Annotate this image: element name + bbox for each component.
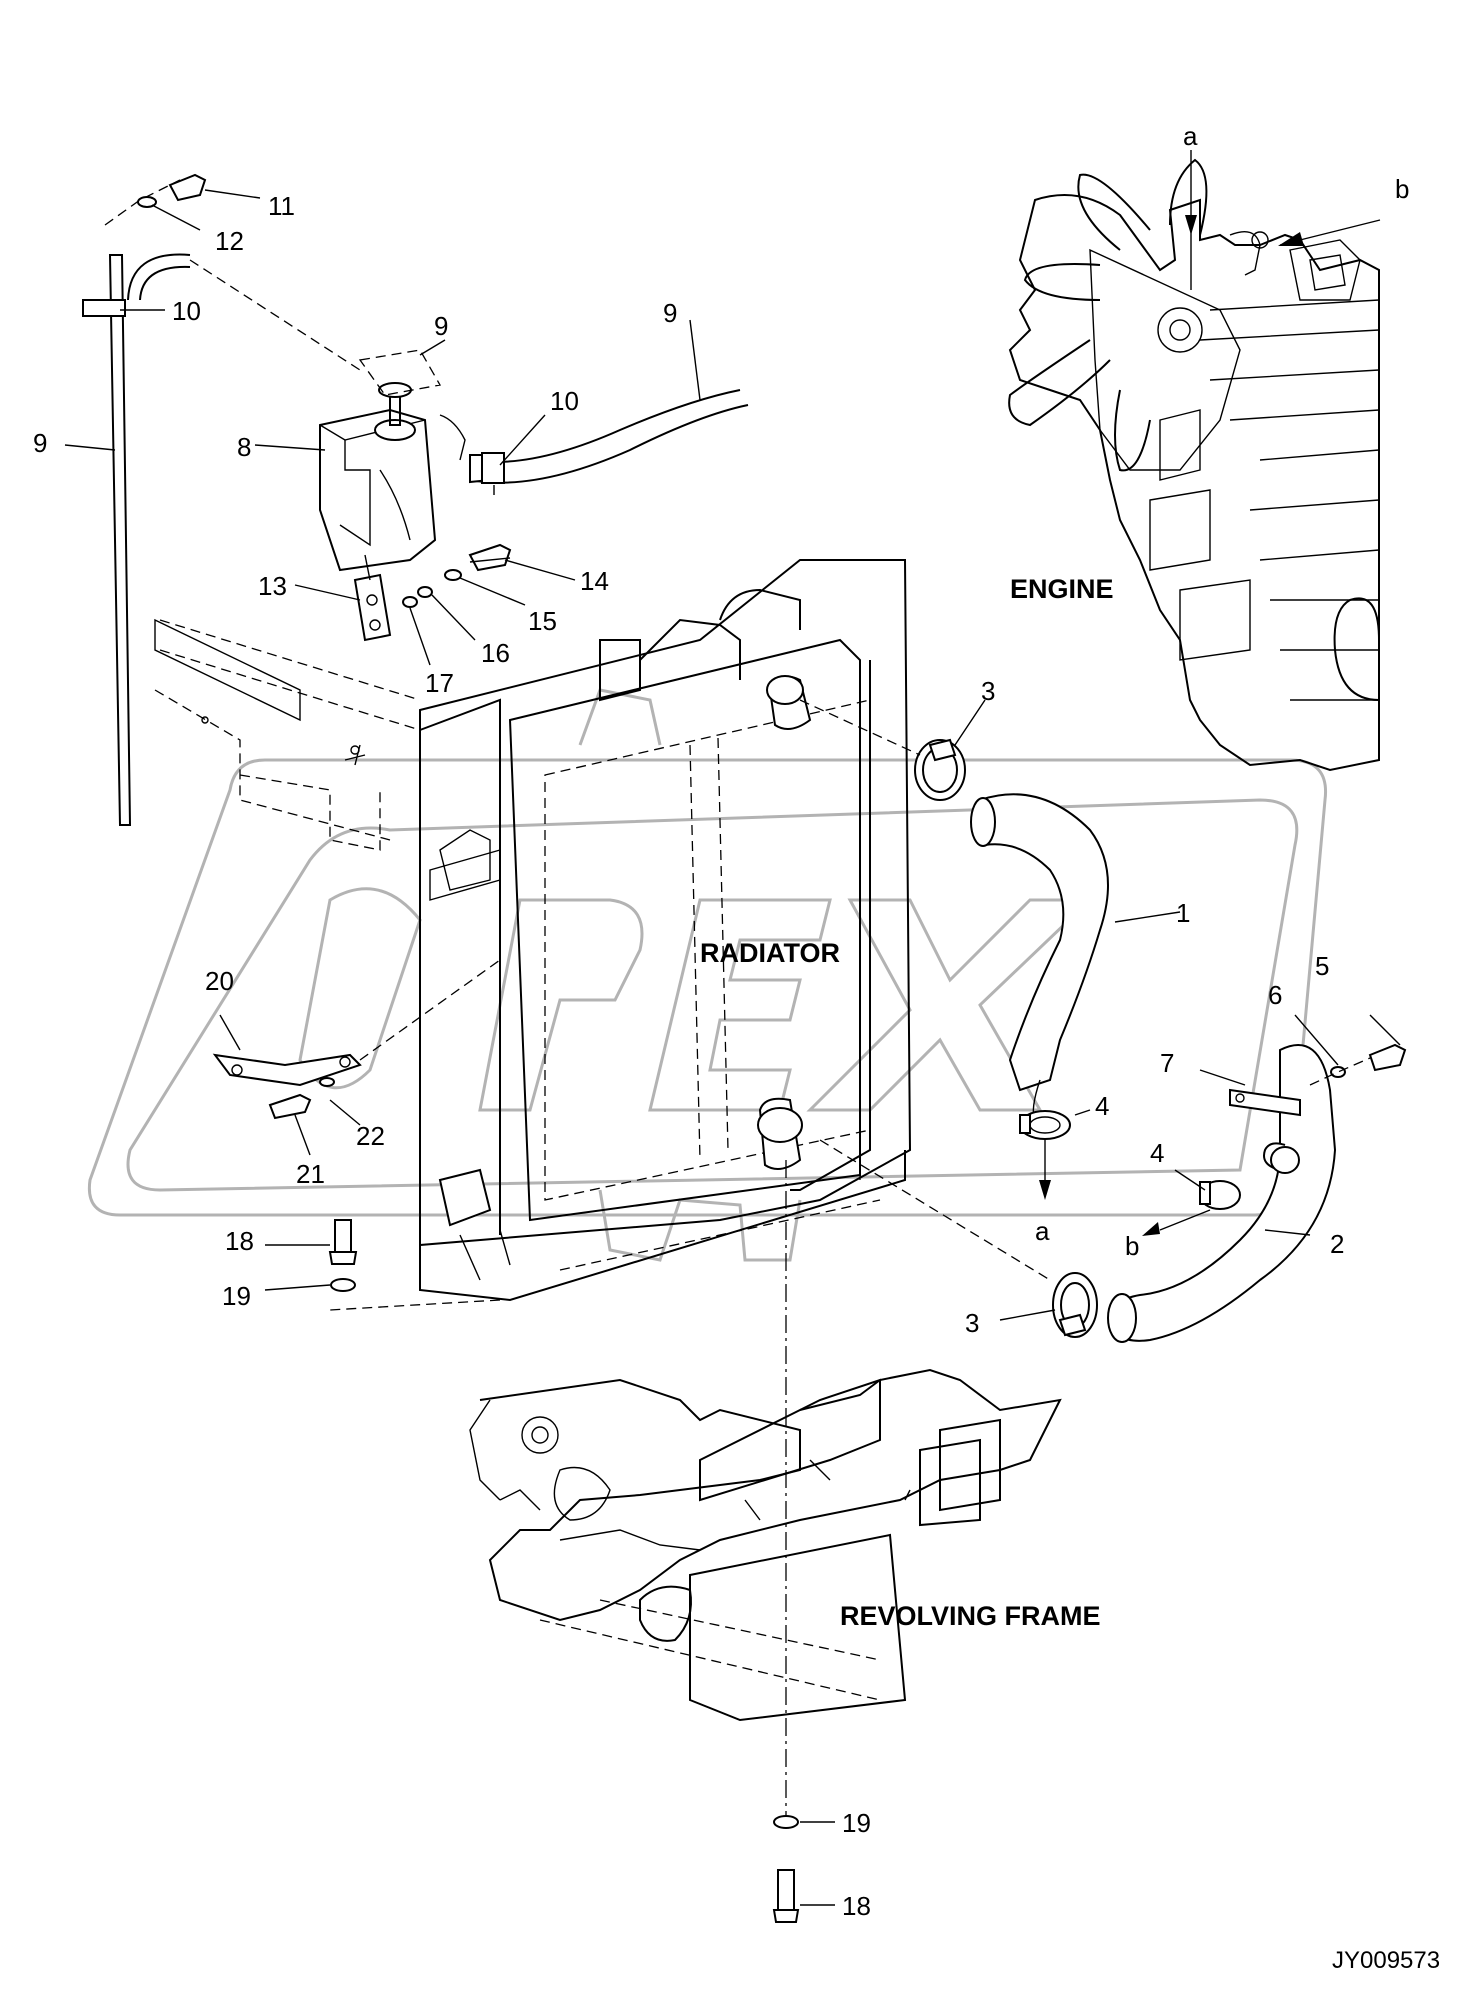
callout-20: 20 [205, 966, 234, 996]
clamp-7 [1229, 1088, 1301, 1117]
radiator [419, 559, 912, 1302]
clamp-4-lower [1199, 1180, 1241, 1210]
callout-15: 15 [528, 606, 557, 636]
callout-16: 16 [481, 638, 510, 668]
callout-13: 13 [258, 571, 287, 601]
callout-a: a [1183, 121, 1198, 151]
callout-5: 5 [1315, 951, 1329, 981]
hose-2 [1107, 1044, 1337, 1343]
support-rail [154, 618, 421, 851]
bolt-18-upper [328, 1219, 358, 1292]
callout-6: 6 [1268, 980, 1282, 1010]
callout-a: a [1035, 1216, 1050, 1246]
opex-watermark [87, 688, 1328, 1262]
callout-b: b [1395, 174, 1409, 204]
hose-9-right [439, 389, 749, 495]
callout-10: 10 [550, 386, 579, 416]
clamp-3-upper [914, 738, 966, 801]
callout-b: b [1125, 1231, 1139, 1261]
hose-1 [970, 793, 1109, 1121]
bolts-14-17 [402, 543, 512, 608]
revolving-frame [469, 1368, 1062, 1722]
radiator-label: RADIATOR [700, 938, 840, 968]
callout-18: 18 [842, 1891, 871, 1921]
bracket-20 [212, 959, 501, 1120]
clamp-4-upper [1019, 1110, 1071, 1140]
callout-3: 3 [981, 676, 995, 706]
figure-reference: JY009573 [1332, 1947, 1440, 1974]
revolving-frame-label: REVOLVING FRAME [840, 1601, 1101, 1631]
leader-lines [64, 189, 1401, 1906]
bolt-18-lower [772, 1160, 800, 1923]
callout-11: 11 [268, 191, 295, 221]
callout-4: 4 [1095, 1091, 1109, 1121]
callout-17: 17 [425, 668, 454, 698]
callout-2: 2 [1330, 1229, 1344, 1259]
callout-9: 9 [663, 298, 677, 328]
callout-19: 19 [222, 1281, 251, 1311]
callouts: 11 12 10 9 9 9 10 8 14 13 15 16 17 3 1 5… [33, 121, 1409, 1921]
callout-9: 9 [33, 428, 47, 458]
callout-22: 22 [356, 1121, 385, 1151]
callout-9: 9 [434, 311, 448, 341]
callout-8: 8 [237, 432, 251, 462]
callout-19: 19 [842, 1808, 871, 1838]
callout-14: 14 [580, 566, 609, 596]
bolt-5-washer-6 [1309, 1043, 1407, 1086]
engine-assembly [1008, 158, 1380, 772]
callout-10: 10 [172, 296, 201, 326]
callout-4: 4 [1150, 1138, 1164, 1168]
engine-arrow-b [1278, 219, 1381, 246]
hose-9-left [82, 173, 361, 826]
callout-3: 3 [965, 1308, 979, 1338]
engine-arrow-a [1185, 150, 1197, 290]
callout-21: 21 [296, 1159, 325, 1189]
callout-18: 18 [225, 1226, 254, 1256]
engine-label: ENGINE [1010, 574, 1114, 604]
callout-12: 12 [215, 226, 244, 256]
overflow-tank [319, 349, 442, 766]
callout-7: 7 [1160, 1048, 1174, 1078]
callout-1: 1 [1176, 898, 1190, 928]
clamp-3-lower [1052, 1272, 1098, 1338]
